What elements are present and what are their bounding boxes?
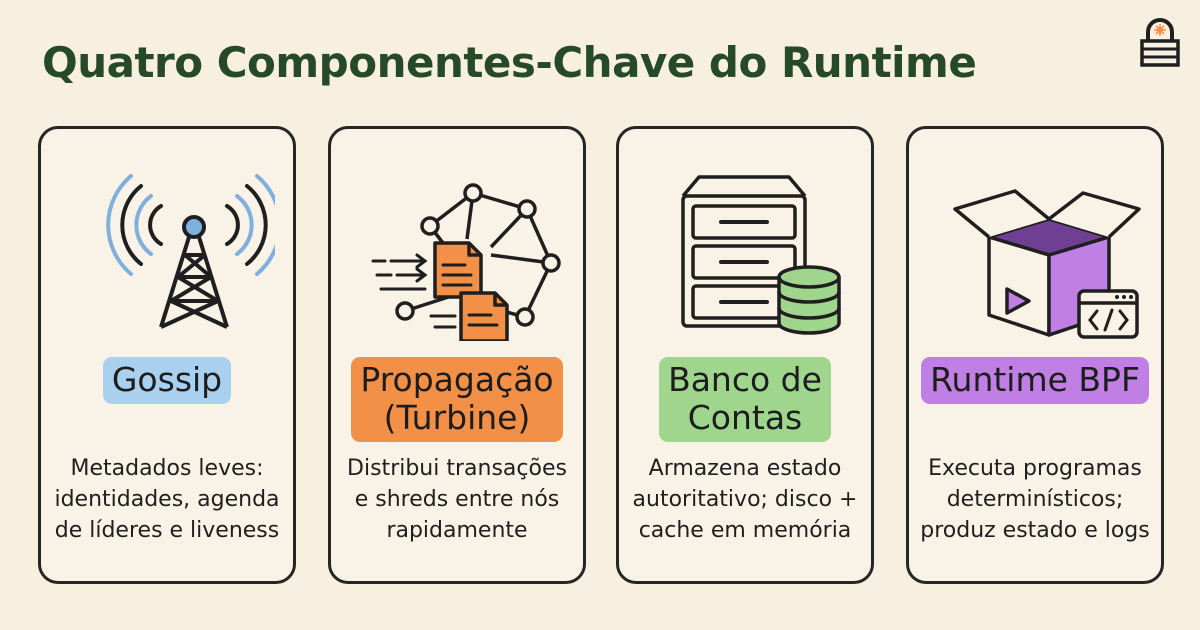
card-title-badge: Gossip — [102, 357, 232, 404]
network-propagation-icon — [371, 183, 561, 341]
card-title-line: Runtime BPF — [930, 360, 1140, 399]
lock-logo-icon — [1140, 18, 1180, 67]
card-title-badge: Propagação (Turbine) — [351, 357, 563, 442]
description-line: autoritativo; disco + — [632, 487, 858, 512]
description-line: rapidamente — [386, 518, 528, 543]
card-title-wrap: Banco de Contas — [619, 357, 871, 442]
page-title: Quatro Componentes-Chave do Runtime — [42, 38, 977, 87]
card-description: Executa programas determinísticos; produ… — [919, 453, 1151, 546]
card-title-line: Contas — [687, 398, 803, 437]
description-line: cache em memória — [638, 518, 852, 543]
card-title-line: Gossip — [111, 360, 223, 399]
box-code-window-icon — [953, 189, 1141, 339]
card-description: Metadados leves: identidades, agenda de … — [51, 453, 283, 546]
description-line: determinísticos; — [946, 487, 1124, 512]
card-runtime-bpf: Runtime BPF Executa programas determinís… — [906, 126, 1164, 584]
card-title-line: Propagação — [360, 360, 554, 399]
description-line: Distribui transações — [347, 456, 567, 481]
description-line: produz estado e logs — [920, 518, 1150, 543]
card-gossip: Gossip Metadados leves: identidades, age… — [38, 126, 296, 584]
description-line: Executa programas — [928, 456, 1142, 481]
card-title-wrap: Propagação (Turbine) — [331, 357, 583, 442]
description-line: Armazena estado — [648, 456, 842, 481]
card-title-badge: Banco de Contas — [659, 357, 831, 442]
card-description: Armazena estado autoritativo; disco + ca… — [629, 453, 861, 546]
description-line: e shreds entre nós — [354, 487, 560, 512]
card-title-badge: Runtime BPF — [921, 357, 1149, 404]
description-line: identidades, agenda — [54, 487, 280, 512]
card-description: Distribui transações e shreds entre nós … — [341, 453, 573, 546]
card-title-line: Banco de — [668, 360, 822, 399]
card-title-line: (Turbine) — [383, 398, 531, 437]
radio-tower-icon — [106, 174, 275, 329]
card-turbine: Propagação (Turbine) Distribui transaçõe… — [328, 126, 586, 584]
filing-cabinet-database-icon — [681, 175, 841, 335]
card-title-wrap: Runtime BPF — [909, 357, 1161, 404]
description-line: de líderes e liveness — [54, 518, 280, 543]
card-accounts-db: Banco de Contas Armazena estado autorita… — [616, 126, 874, 584]
description-line: Metadados leves: — [70, 456, 264, 481]
card-title-wrap: Gossip — [41, 357, 293, 404]
